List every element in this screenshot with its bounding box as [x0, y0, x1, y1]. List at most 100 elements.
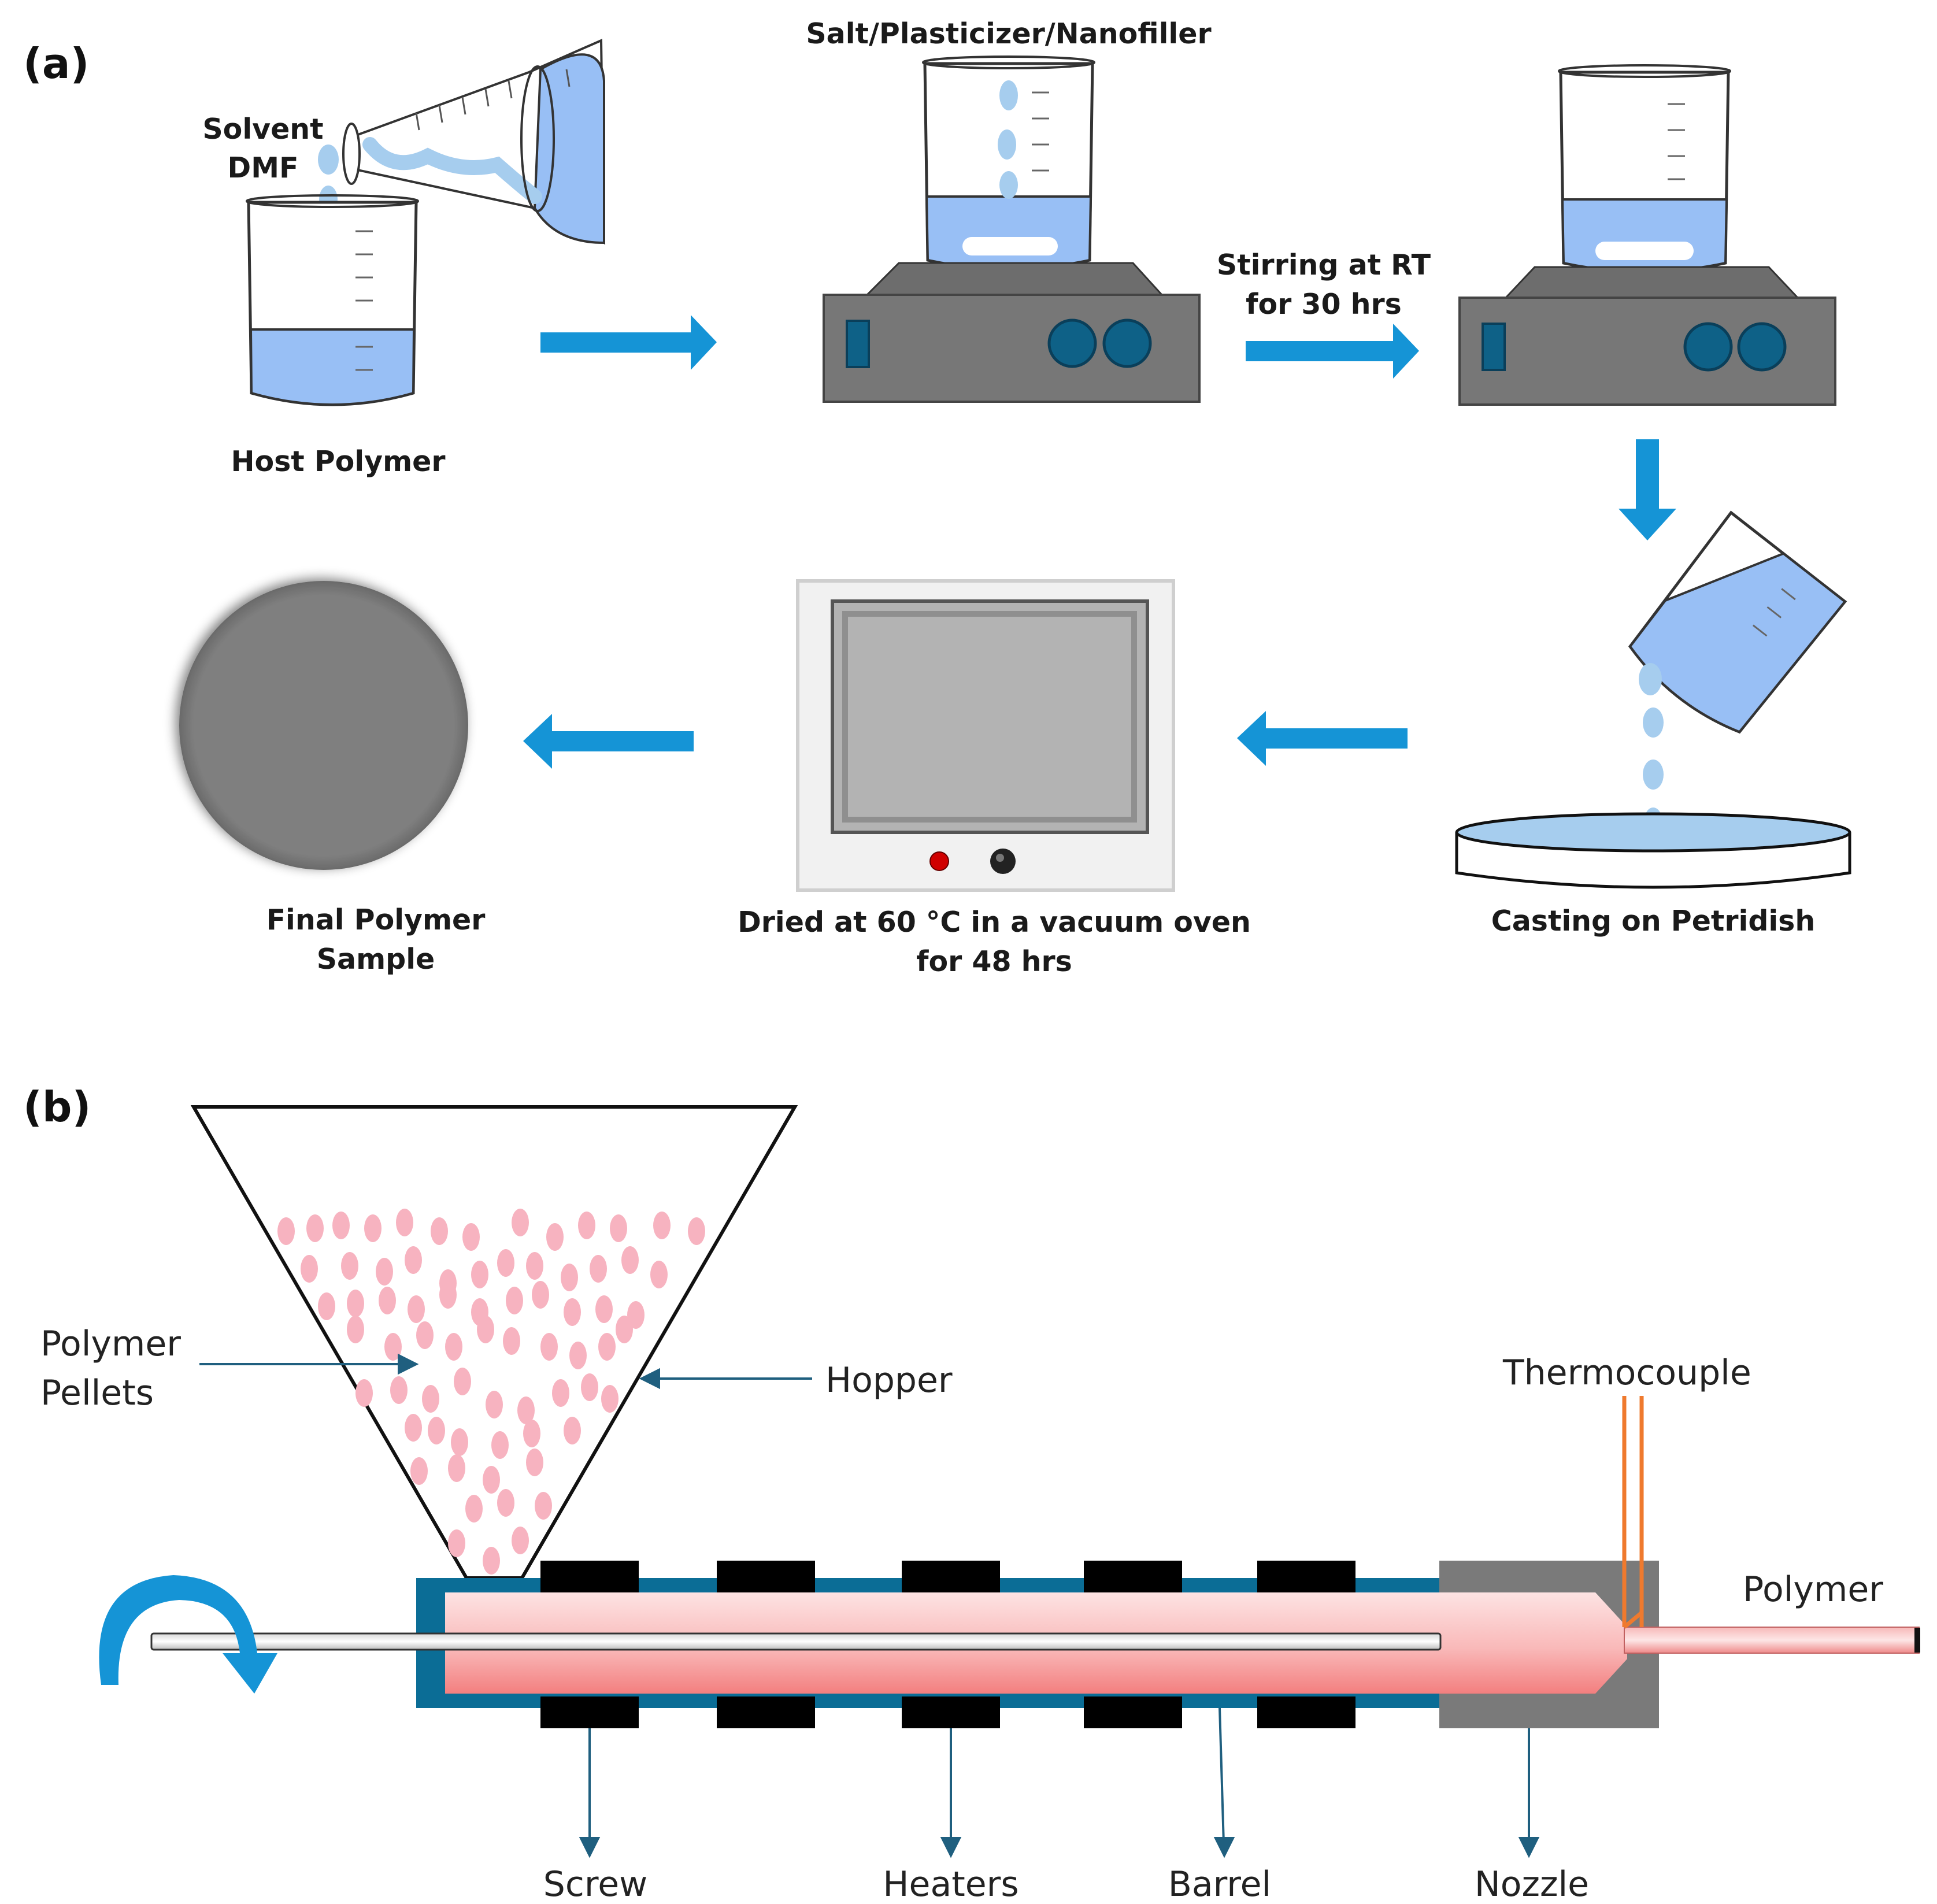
pellet: [408, 1295, 425, 1323]
nozzle-label: Nozzle: [1475, 1864, 1589, 1904]
final-sample-label-2: Sample: [317, 943, 435, 976]
pellet: [526, 1449, 543, 1476]
pellet: [653, 1212, 671, 1239]
pellet: [564, 1298, 581, 1326]
panel-a-label: (a): [23, 39, 89, 88]
pellet: [483, 1547, 500, 1575]
pellet: [564, 1417, 581, 1444]
pellet: [517, 1396, 535, 1424]
pellet: [448, 1529, 465, 1557]
pellet: [355, 1379, 373, 1407]
host-polymer-label: Host Polymer: [231, 445, 446, 478]
pellet: [376, 1258, 393, 1286]
pellet: [561, 1264, 578, 1291]
petri-dish-icon: [1455, 812, 1851, 889]
dried-duration-label: for 48 hrs: [916, 945, 1072, 978]
pellet: [405, 1414, 422, 1442]
pellet: [491, 1431, 509, 1459]
pellet: [390, 1376, 408, 1404]
pellet: [396, 1209, 413, 1236]
pellet: [431, 1217, 448, 1245]
pellet: [318, 1292, 335, 1320]
vacuum-oven-icon: [796, 579, 1175, 892]
pellet: [471, 1261, 488, 1288]
pellet: [483, 1466, 500, 1494]
pellet: [306, 1214, 324, 1242]
beaker-icon: [246, 194, 419, 406]
pellet: [465, 1495, 483, 1523]
pellet: [512, 1527, 529, 1554]
pellet: [497, 1249, 514, 1277]
pellet: [590, 1255, 607, 1283]
pellet: [428, 1417, 445, 1444]
pellet: [341, 1252, 358, 1280]
pellet: [650, 1261, 668, 1288]
arrow-left-1: [1237, 711, 1408, 766]
magnetic-stirrer-icon: [823, 55, 1201, 403]
salt-plasticizer-nanofiller-label: Salt/Plasticizer/Nanofiller: [806, 17, 1212, 50]
pellet: [540, 1333, 558, 1361]
casting-label: Casting on Petridish: [1491, 905, 1816, 938]
thermocouple: [1622, 1396, 1644, 1629]
pellet: [347, 1316, 364, 1343]
pellet: [535, 1492, 552, 1520]
pellet: [546, 1223, 564, 1251]
pellet: [688, 1217, 705, 1245]
rotation-arrow-icon: [99, 1575, 277, 1694]
leader-lines: [199, 1353, 1540, 1858]
barrel-label: Barrel: [1168, 1864, 1271, 1904]
pellet: [552, 1379, 569, 1407]
pellet: [532, 1281, 549, 1309]
screw-label: Screw: [543, 1864, 647, 1904]
final-sample-label: Final Polymer: [266, 903, 486, 936]
pellet: [364, 1214, 382, 1242]
pellet: [448, 1454, 465, 1482]
hopper-label: Hopper: [825, 1360, 953, 1401]
pellet: [506, 1287, 523, 1314]
pellet: [526, 1252, 543, 1280]
pellet: [610, 1214, 627, 1242]
pellet: [277, 1217, 295, 1245]
pellet: [384, 1333, 402, 1361]
pellet: [578, 1212, 595, 1239]
pellet: [405, 1246, 422, 1274]
arrow-right-2: [1246, 324, 1419, 379]
heaters-label: Heaters: [883, 1864, 1019, 1904]
pellets-label-2: Pellets: [40, 1373, 154, 1413]
heater-bands: [540, 1561, 1355, 1728]
thermocouple-label: Thermocouple: [1502, 1353, 1751, 1393]
pellet: [486, 1391, 503, 1418]
pellet: [301, 1255, 318, 1283]
pouring-flask-icon: [342, 38, 606, 245]
tilted-beaker-icon: [1628, 510, 1847, 734]
solvent-label: Solvent: [202, 113, 323, 146]
pellet: [332, 1212, 350, 1239]
pellet: [581, 1373, 598, 1401]
pellet: [379, 1287, 396, 1314]
arrow-left-2: [523, 714, 694, 769]
pellet: [445, 1333, 462, 1361]
arrow-right-1: [540, 315, 717, 370]
dmf-label: DMF: [228, 151, 299, 184]
pellet: [439, 1281, 457, 1309]
pellet: [416, 1321, 434, 1349]
pellet: [347, 1290, 364, 1317]
polymer-output-label: Polymer: [1743, 1569, 1883, 1610]
polymer-pellets: [277, 1209, 705, 1575]
hopper: [190, 1105, 798, 1580]
pouring-drops: [1639, 663, 1664, 828]
pellet: [523, 1420, 540, 1447]
pellet: [601, 1385, 618, 1413]
pellet: [422, 1385, 439, 1413]
pellet: [598, 1333, 616, 1361]
arrow-down: [1619, 439, 1676, 540]
stirring-duration-label: for 30 hrs: [1246, 288, 1402, 321]
pellet: [616, 1316, 633, 1343]
screw-shaft: [150, 1632, 1442, 1651]
pellet: [595, 1295, 613, 1323]
stirring-label: Stirring at RT: [1217, 249, 1431, 281]
pellet: [454, 1368, 471, 1395]
pellets-label: Polymer: [40, 1324, 181, 1364]
pellet: [503, 1327, 520, 1355]
